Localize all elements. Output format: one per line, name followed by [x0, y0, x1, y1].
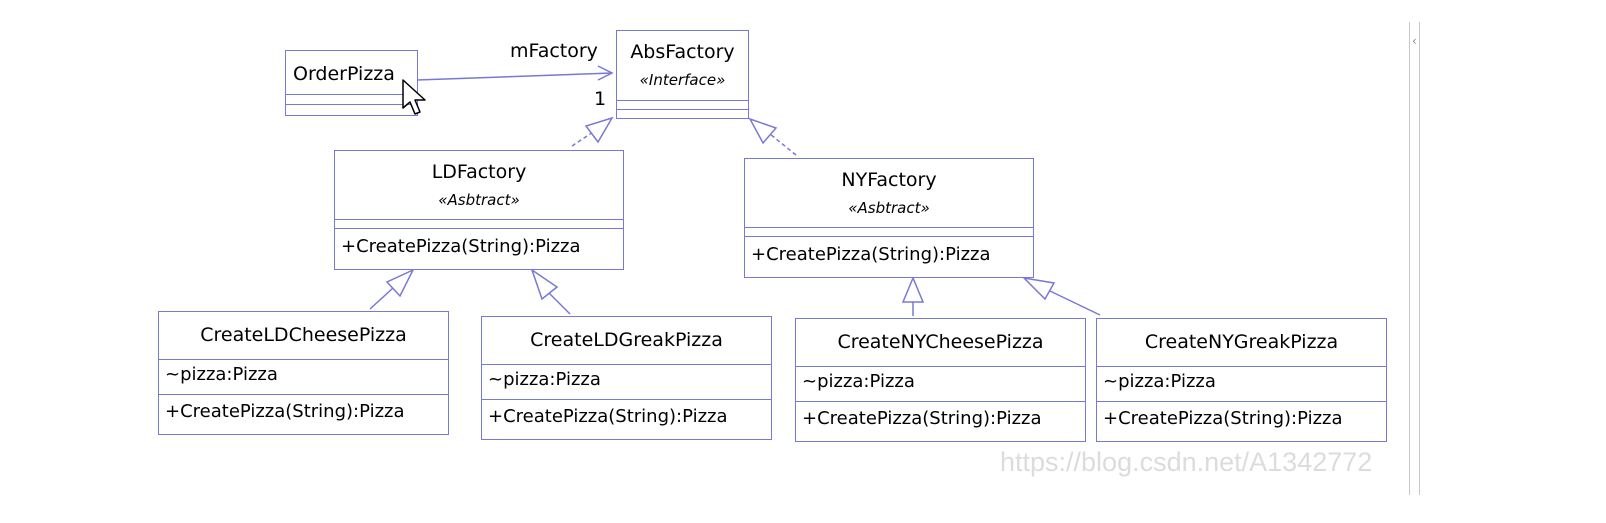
class-method: +CreatePizza(String):Pizza	[1103, 408, 1343, 429]
class-method: +CreatePizza(String):Pizza	[751, 244, 991, 265]
class-ld-factory[interactable]: LDFactory «Asbtract» +CreatePizza(String…	[334, 150, 624, 270]
class-attribute: ~pizza:Pizza	[796, 367, 1085, 402]
class-name: CreateNYGreakPizza	[1144, 331, 1339, 353]
class-name: CreateLDCheesePizza	[200, 324, 407, 346]
class-name: CreateNYCheesePizza	[837, 331, 1044, 353]
class-create-ny-cheese-pizza[interactable]: CreateNYCheesePizza ~pizza:Pizza +Create…	[795, 318, 1086, 442]
generalization-arrowhead-ny-greak	[1021, 276, 1056, 301]
association-multiplicity-label: 1	[594, 88, 607, 110]
class-stereotype: «Asbtract»	[438, 191, 520, 209]
class-attribute: ~pizza:Pizza	[482, 365, 771, 400]
class-attribute: ~pizza:Pizza	[159, 360, 448, 395]
class-create-ny-greak-pizza[interactable]: CreateNYGreakPizza ~pizza:Pizza +CreateP…	[1096, 318, 1387, 442]
generalization-line-ny-greak	[1049, 290, 1101, 316]
association-arrowhead	[597, 65, 614, 81]
scroll-left-arrow-icon[interactable]: ‹	[1412, 34, 1417, 48]
class-stereotype: «Interface»	[639, 71, 726, 89]
class-create-ld-cheese-pizza[interactable]: CreateLDCheesePizza ~pizza:Pizza +Create…	[158, 311, 449, 435]
class-attribute: ~pizza:Pizza	[1097, 367, 1386, 402]
class-ny-factory[interactable]: NYFactory «Asbtract» +CreatePizza(String…	[744, 158, 1034, 278]
watermark: https://blog.csdn.net/A1342772	[1000, 447, 1373, 477]
class-name: AbsFactory	[630, 41, 735, 63]
vertical-scrollbar[interactable]	[1409, 22, 1420, 495]
class-name: OrderPizza	[293, 63, 395, 85]
class-name: CreateLDGreakPizza	[530, 329, 723, 351]
association-line	[416, 72, 613, 81]
class-method: +CreatePizza(String):Pizza	[488, 406, 728, 427]
class-method: +CreatePizza(String):Pizza	[802, 408, 1042, 429]
class-abs-factory[interactable]: AbsFactory «Interface»	[616, 30, 749, 119]
class-order-pizza[interactable]: OrderPizza	[285, 50, 418, 116]
association-role-label: mFactory	[510, 40, 598, 62]
generalization-line-ld-cheese	[369, 287, 394, 310]
class-name: LDFactory	[431, 161, 527, 183]
generalization-arrowhead-ld-cheese	[385, 268, 415, 298]
class-create-ld-greak-pizza[interactable]: CreateLDGreakPizza ~pizza:Pizza +CreateP…	[481, 316, 772, 440]
generalization-line-ld-greak	[548, 292, 571, 315]
class-method: +CreatePizza(String):Pizza	[165, 401, 405, 422]
mouse-pointer-icon	[402, 79, 426, 115]
realization-arrowhead-ny	[748, 117, 778, 145]
realization-line-ny	[769, 133, 797, 156]
class-name: NYFactory	[841, 169, 937, 191]
class-method: +CreatePizza(String):Pizza	[341, 236, 581, 257]
generalization-arrowhead-ld-greak	[530, 268, 559, 301]
realization-arrowhead-ld	[584, 116, 614, 144]
class-stereotype: «Asbtract»	[848, 199, 930, 217]
generalization-arrowhead-ny-cheese	[901, 276, 925, 303]
